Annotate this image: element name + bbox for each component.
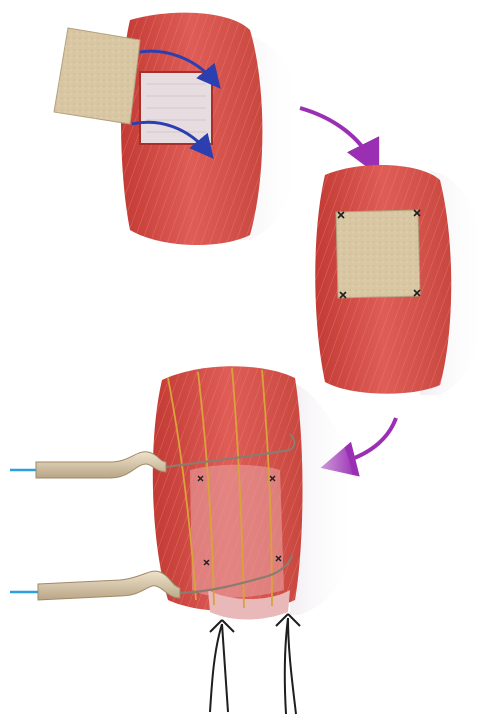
panel-graft-sutured (315, 165, 488, 395)
curved-arrow-icon (300, 108, 372, 162)
panel-graft-placement (54, 13, 300, 245)
panel-electrodes-placed (10, 366, 357, 714)
suture-icon (210, 614, 300, 714)
